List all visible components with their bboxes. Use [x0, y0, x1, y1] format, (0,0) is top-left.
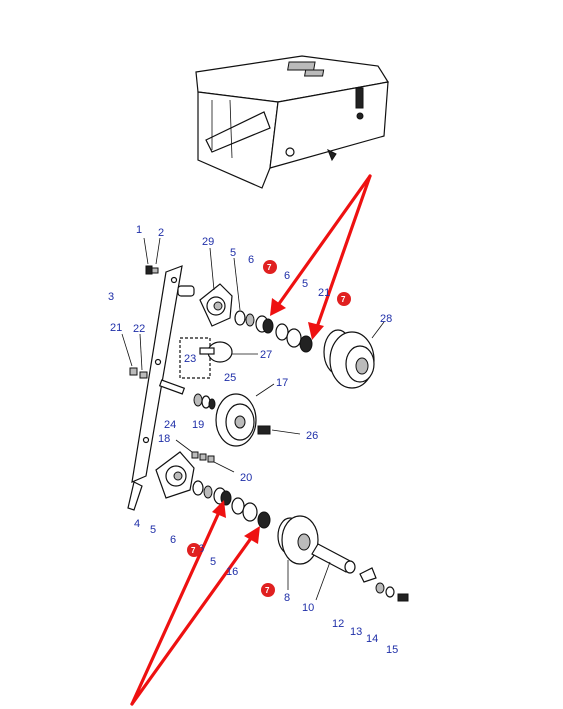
tensioner-27 — [179, 337, 258, 379]
badge-7-a: 7 — [263, 260, 277, 274]
label-20: 20 — [240, 472, 252, 484]
small-parts-18-20 — [175, 439, 235, 473]
pulley-lower — [277, 515, 409, 602]
badge-7-d: 7 — [261, 583, 275, 597]
label-5-c: 5 — [150, 524, 156, 536]
badge-7-c: 7 — [187, 543, 201, 557]
svg-text:7: 7 — [267, 263, 272, 272]
badge-7-b: 7 — [337, 292, 351, 306]
upper-bearing-assembly — [199, 247, 313, 353]
label-23: 23 — [184, 353, 196, 365]
label-13: 13 — [350, 626, 362, 638]
label-6-c: 6 — [170, 534, 176, 546]
label-18: 18 — [158, 433, 170, 445]
label-24: 24 — [164, 419, 176, 431]
part-labels: 1 2 3 29 5 6 6 5 21 28 21 22 27 23 25 17… — [108, 224, 398, 656]
label-25: 25 — [224, 372, 236, 384]
label-29: 29 — [202, 236, 214, 248]
label-17: 17 — [276, 377, 288, 389]
label-22: 22 — [133, 323, 145, 335]
label-15: 15 — [386, 644, 398, 656]
svg-text:7: 7 — [191, 546, 196, 555]
label-12: 12 — [332, 618, 344, 630]
cover-housing — [195, 55, 389, 189]
label-4: 4 — [134, 518, 140, 530]
label-21-b: 21 — [110, 322, 122, 334]
pulley-middle — [158, 379, 301, 447]
label-19: 19 — [192, 419, 204, 431]
label-5-d: 5 — [210, 556, 216, 568]
label-2: 2 — [158, 227, 164, 239]
label-6-a: 6 — [248, 254, 254, 266]
pulley-upper — [323, 321, 385, 389]
label-10: 10 — [302, 602, 314, 614]
left-nuts — [121, 333, 148, 379]
red-badges: 7 7 7 7 — [187, 260, 351, 597]
label-26: 26 — [306, 430, 318, 442]
label-16-b: 16 — [226, 566, 238, 578]
label-8: 8 — [284, 592, 290, 604]
label-27: 27 — [260, 349, 272, 361]
bolt-and-nut-top — [143, 237, 161, 275]
label-5-b: 5 — [302, 278, 308, 290]
svg-text:7: 7 — [265, 586, 270, 595]
label-28: 28 — [380, 313, 392, 325]
label-3: 3 — [108, 291, 114, 303]
label-5-a: 5 — [230, 247, 236, 259]
label-21-a: 21 — [318, 287, 330, 299]
mounting-plate — [127, 265, 195, 511]
label-6-b: 6 — [284, 270, 290, 282]
svg-text:7: 7 — [341, 295, 346, 304]
label-14: 14 — [366, 633, 378, 645]
red-arrows — [130, 174, 372, 706]
label-1: 1 — [136, 224, 142, 236]
lower-bearing-assembly — [155, 451, 271, 529]
